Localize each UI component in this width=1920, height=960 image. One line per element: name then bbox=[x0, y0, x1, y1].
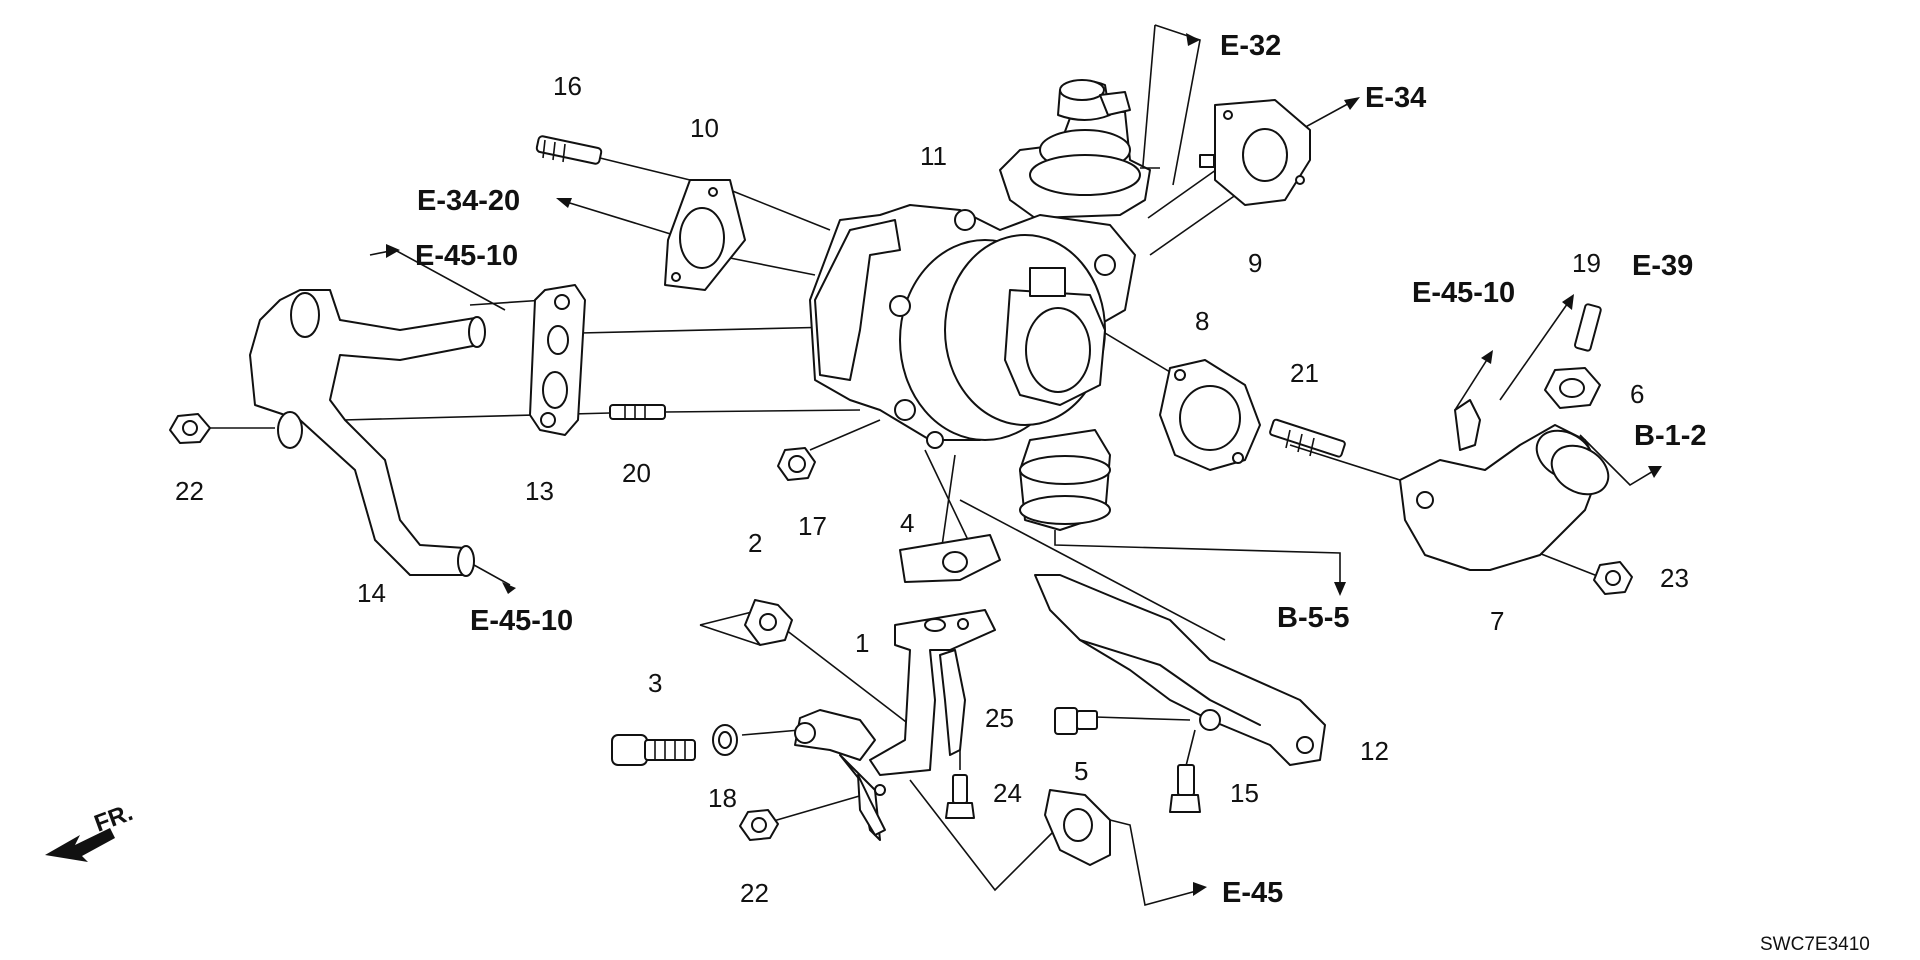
part-label-10: 10 bbox=[690, 113, 719, 143]
part-label-8: 8 bbox=[1195, 306, 1209, 336]
part-label-23: 23 bbox=[1660, 563, 1689, 593]
clip-2 bbox=[744, 599, 793, 646]
part-label-22-left: 22 bbox=[175, 476, 204, 506]
ref-b-1-2: B-1-2 bbox=[1634, 420, 1707, 452]
gasket-13 bbox=[529, 284, 586, 436]
stud-20 bbox=[609, 404, 666, 420]
reference-labels: E-32 E-34 E-34-20 E-45-10 E-45-10 E-45-1… bbox=[415, 30, 1707, 909]
bolt-15 bbox=[1169, 764, 1201, 813]
front-label: FR. bbox=[91, 799, 137, 838]
wastegate-actuator bbox=[999, 79, 1160, 219]
bolt-25 bbox=[1054, 707, 1098, 735]
nut-17 bbox=[777, 447, 816, 481]
oil-return-pipe-1 bbox=[794, 609, 996, 841]
bolt-24 bbox=[945, 774, 975, 819]
part-label-6: 6 bbox=[1630, 379, 1644, 409]
part-label-7: 7 bbox=[1490, 606, 1504, 636]
gasket-8 bbox=[1159, 359, 1261, 471]
part-label-24: 24 bbox=[993, 778, 1022, 808]
washer-18 bbox=[712, 724, 738, 756]
ref-e-32: E-32 bbox=[1220, 30, 1281, 62]
part-label-14: 14 bbox=[357, 578, 386, 608]
gasket-10 bbox=[664, 179, 746, 291]
elbow-pipe-7 bbox=[1399, 399, 1610, 571]
part-label-16: 16 bbox=[553, 71, 582, 101]
part-label-15: 15 bbox=[1230, 778, 1259, 808]
oil-gasket-4 bbox=[899, 534, 1001, 583]
part-number-labels: 1 2 3 4 5 6 7 8 9 10 11 12 13 14 15 16 1… bbox=[175, 71, 1689, 908]
part-label-11: 11 bbox=[920, 141, 947, 171]
banjo-bolt-3 bbox=[611, 734, 696, 766]
part-label-20: 20 bbox=[622, 458, 651, 488]
diagram-code: SWC7E3410 bbox=[1760, 934, 1870, 955]
stud-21 bbox=[1269, 418, 1346, 458]
part-label-18: 18 bbox=[708, 783, 737, 813]
part-label-1: 1 bbox=[855, 628, 869, 658]
ref-e-45-10-right: E-45-10 bbox=[1412, 277, 1515, 309]
part-label-19: 19 bbox=[1572, 248, 1601, 278]
stud-19 bbox=[1573, 303, 1602, 352]
part-label-3: 3 bbox=[648, 668, 662, 698]
ref-e-39: E-39 bbox=[1632, 250, 1693, 282]
ref-e-34-20: E-34-20 bbox=[417, 185, 520, 217]
ref-e-34: E-34 bbox=[1365, 82, 1426, 114]
water-hose-14 bbox=[249, 289, 486, 577]
ref-e-45: E-45 bbox=[1222, 877, 1283, 909]
turbocharger-assembly bbox=[809, 79, 1160, 531]
part-label-25: 25 bbox=[985, 703, 1014, 733]
part-label-2: 2 bbox=[748, 528, 762, 558]
gasket-5 bbox=[1044, 789, 1111, 866]
heat-shield-12 bbox=[1034, 574, 1326, 766]
nut-22-lower bbox=[739, 809, 779, 841]
ref-e-45-10-bottom: E-45-10 bbox=[470, 605, 573, 637]
part-label-5: 5 bbox=[1074, 756, 1088, 786]
gasket-6 bbox=[1544, 367, 1601, 409]
part-label-4: 4 bbox=[900, 508, 914, 538]
front-arrow-icon bbox=[45, 828, 115, 862]
part-label-21: 21 bbox=[1290, 358, 1319, 388]
part-label-12: 12 bbox=[1360, 736, 1389, 766]
part-label-13: 13 bbox=[525, 476, 554, 506]
nut-23 bbox=[1593, 561, 1633, 595]
part-label-9: 9 bbox=[1248, 248, 1262, 278]
ref-b-5-5: B-5-5 bbox=[1277, 602, 1350, 634]
part-label-17: 17 bbox=[798, 511, 827, 541]
part-label-22-lower: 22 bbox=[740, 878, 769, 908]
nut-22-left bbox=[169, 413, 211, 444]
stud-16 bbox=[535, 135, 603, 165]
ref-e-45-10-top: E-45-10 bbox=[415, 240, 518, 272]
gasket-9 bbox=[1199, 99, 1311, 206]
